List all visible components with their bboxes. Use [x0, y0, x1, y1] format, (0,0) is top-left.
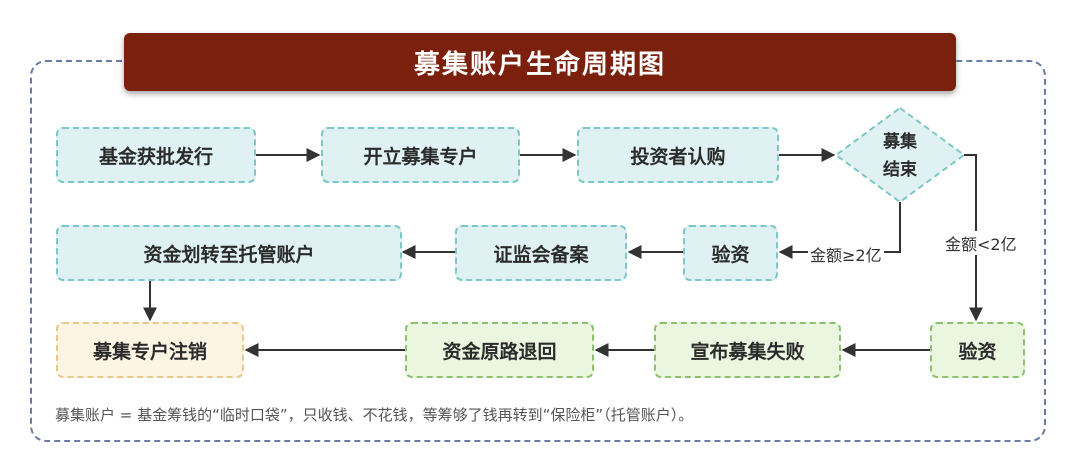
arrow-end-to-verify2 — [964, 154, 983, 322]
node-verify-capital: 验资 — [683, 225, 778, 281]
node-raise-end-line1: 募集 — [883, 132, 917, 152]
node-fund-approval: 基金获批发行 — [56, 127, 256, 183]
node-transfer-custody: 资金划转至托管账户 — [56, 225, 402, 281]
node-investor-subscribe-label: 投资者认购 — [630, 145, 726, 168]
footnote: 募集账户 = 基金筹钱的“临时口袋”，只收钱、不花钱，等筹够了钱再转到“保险柜”… — [55, 406, 694, 424]
decision-diamond — [834, 106, 966, 204]
title-banner: 募集账户生命周期图 — [124, 33, 956, 91]
node-verify-capital-2-label: 验资 — [958, 340, 997, 363]
node-csrc-filing: 证监会备案 — [455, 225, 627, 281]
node-announce-fail: 宣布募集失败 — [654, 322, 841, 378]
node-fund-approval-label: 基金获批发行 — [98, 145, 213, 168]
node-refund: 资金原路退回 — [405, 322, 594, 378]
node-investor-subscribe: 投资者认购 — [577, 127, 779, 183]
node-announce-fail-label: 宣布募集失败 — [690, 340, 805, 363]
node-csrc-filing-label: 证监会备案 — [493, 243, 589, 266]
node-verify-capital-label: 验资 — [711, 243, 750, 266]
node-cancel-account: 募集专户注销 — [56, 322, 244, 378]
node-raise-end: 募集 结束 — [852, 128, 948, 184]
node-verify-capital-2: 验资 — [930, 322, 1025, 378]
node-raise-end-line2: 结束 — [883, 160, 917, 180]
edge-label-amount-ge: 金额≥2亿 — [808, 242, 884, 266]
edge-label-amount-lt: 金额<2亿 — [943, 231, 1019, 255]
node-refund-label: 资金原路退回 — [442, 340, 557, 363]
node-cancel-account-label: 募集专户注销 — [92, 340, 207, 363]
node-open-account: 开立募集专户 — [321, 127, 520, 183]
node-open-account-label: 开立募集专户 — [363, 145, 478, 168]
diagram-title: 募集账户生命周期图 — [413, 49, 666, 80]
node-transfer-custody-label: 资金划转至托管账户 — [143, 243, 315, 266]
